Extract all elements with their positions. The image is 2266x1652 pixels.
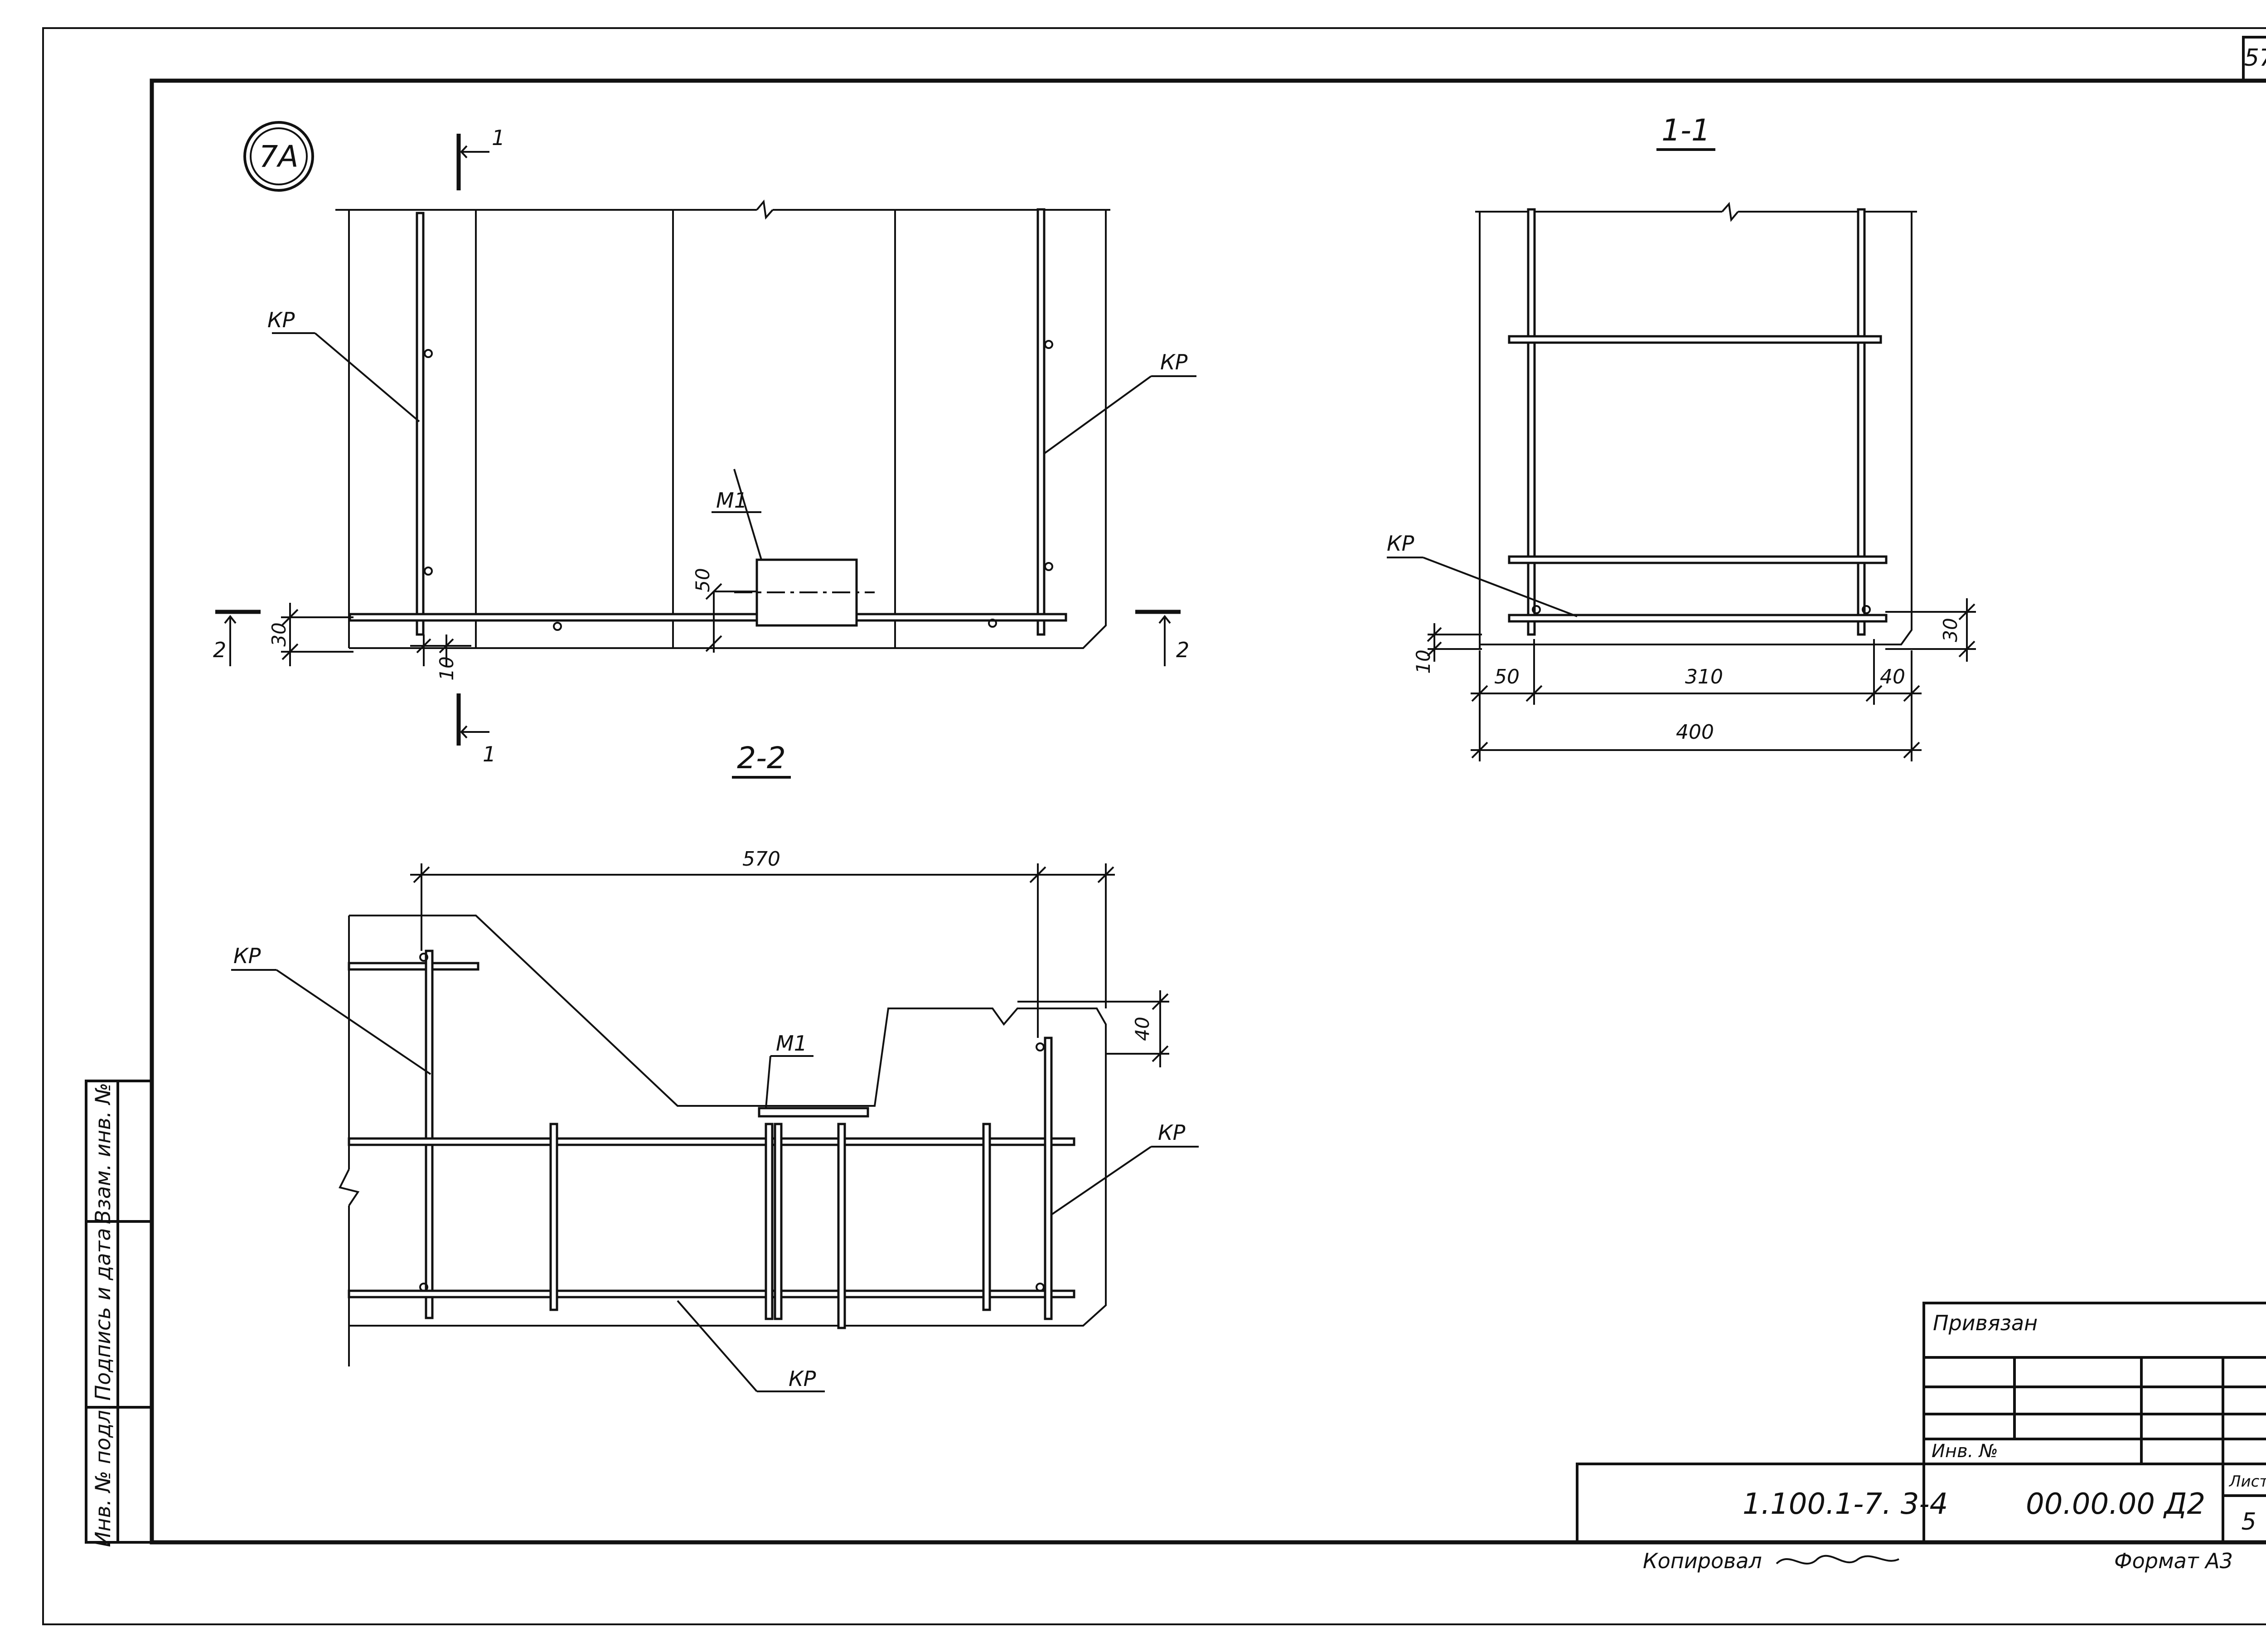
stamp-inv-no: Инв. № [1932, 1441, 1998, 1462]
stamp-list-value: 5 [2241, 1508, 2256, 1536]
section-2-left-label: 2 [213, 638, 226, 662]
kp-label-bottom-left: КР [233, 944, 261, 968]
title-block: Привязан Инв. № 1.100.1-7. 3-4 00.00.00 … [1576, 1302, 2266, 1573]
sheet-number-box [2242, 36, 2266, 82]
dim-50-bottom-label: 50 [1494, 665, 1520, 688]
kp-label-top-right: КР [1160, 350, 1188, 374]
side-stamp: Взам. инв. № Подпись и дата Инв. № подл. [85, 1080, 153, 1547]
dim-40-right-label: 40 [1131, 1017, 1153, 1041]
section-2-2: 2-2 М1 570 [231, 741, 1199, 1392]
dim-310-label: 310 [1685, 665, 1723, 688]
m1-label-top: М1 [716, 488, 747, 513]
stamp-doc-number: 00.00.00 Д2 [2026, 1487, 2205, 1521]
section-1-1: 1-1 КР 30 10 [1387, 113, 1976, 761]
kp-label-bottom-right: КР [1158, 1120, 1186, 1145]
kp-label-bottom: КР [789, 1366, 816, 1391]
sheet-number: 57 [2244, 44, 2266, 72]
dim-50-label: 50 [692, 568, 714, 592]
stamp-format: Формат А3 [2114, 1549, 2233, 1573]
stamp-list-label: Лист [2228, 1473, 2266, 1491]
dim-40-bottom-label: 40 [1880, 665, 1905, 688]
inner-frame [150, 78, 2266, 1545]
copier-signature [1776, 1555, 1899, 1565]
dim-400-label: 400 [1676, 721, 1714, 744]
outer-frame [42, 27, 2266, 1625]
marker-label: 7А [259, 139, 298, 174]
dim-10-left-label: 10 [1412, 649, 1434, 673]
m1-label-section-2-2: М1 [776, 1031, 807, 1056]
side-stamp-vzam: Взам. инв. № [91, 1083, 115, 1224]
dim-570-label: 570 [742, 848, 780, 871]
dim-30-left-label: 30 [268, 622, 290, 646]
view-7a: 1 1 50 [213, 126, 1196, 766]
marker-7a: 7А [243, 121, 314, 192]
section-2-right-label: 2 [1176, 638, 1189, 662]
section-1-top-label: 1 [492, 126, 505, 150]
side-stamp-podpis: Подпись и дата [91, 1228, 115, 1400]
section-2-2-title: 2-2 [737, 741, 786, 775]
section-1-1-title: 1-1 [1661, 113, 1710, 148]
stamp-privyazan: Привязан [1933, 1311, 2038, 1335]
dim-10-top-label: 10 [436, 656, 458, 680]
dim-30-right-label: 30 [1939, 618, 1961, 642]
kp-label-top-left: КР [267, 308, 295, 332]
section-1-bottom-label: 1 [483, 742, 496, 766]
kp-label-section-1-1: КР [1387, 531, 1414, 556]
side-stamp-inv-podl: Инв. № подл. [91, 1403, 115, 1547]
stamp-copied: Копировал [1643, 1549, 1762, 1573]
stamp-doc-code: 1.100.1-7. 3-4 [1743, 1487, 1948, 1521]
